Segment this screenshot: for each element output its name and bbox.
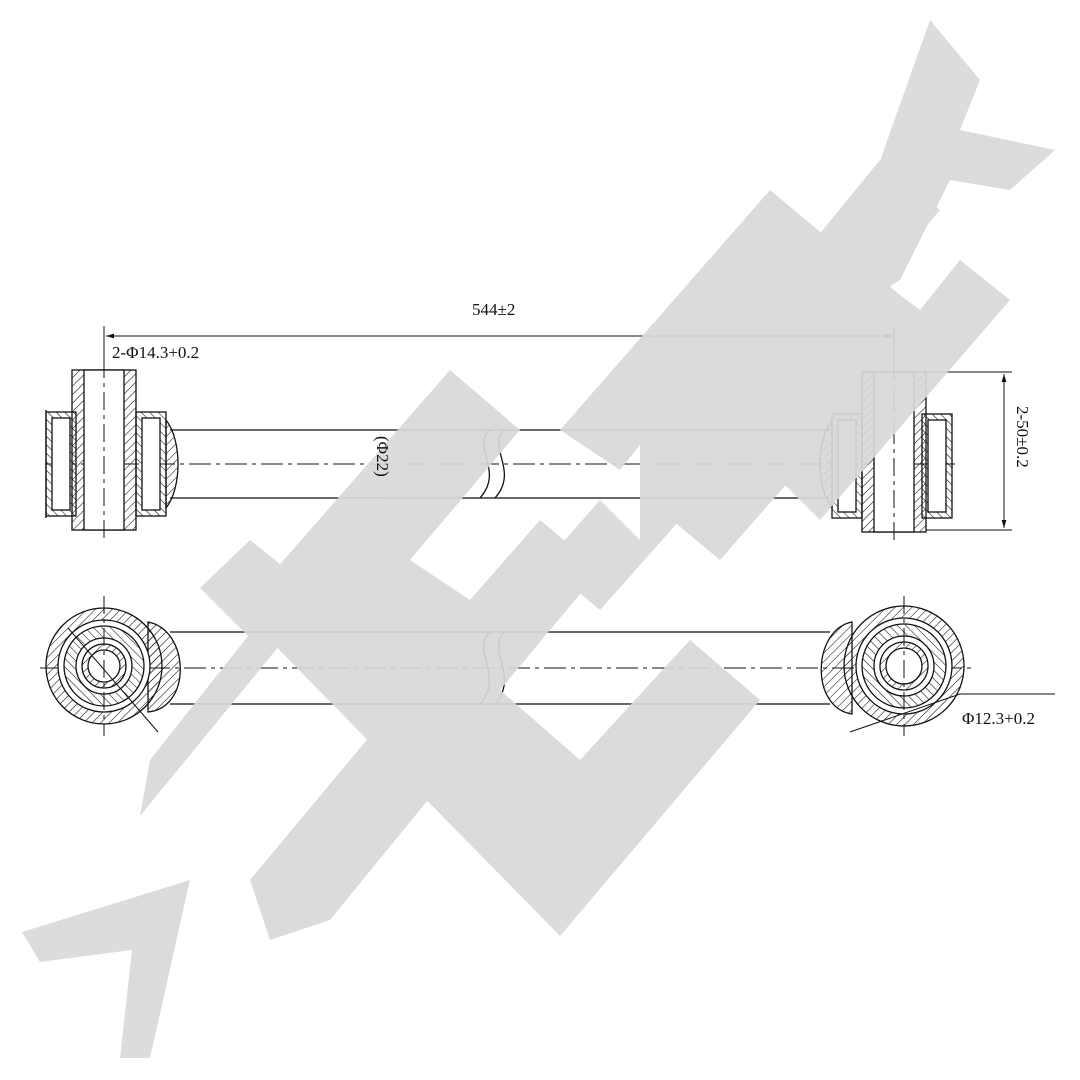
dim-tube-diameter: (Φ22): [373, 436, 392, 477]
bottom-view: [40, 596, 1055, 736]
right-eye-bottom: [820, 596, 1055, 736]
left-bushing-top: [45, 360, 179, 540]
dim-bushing-width: 2-50±0.2: [1013, 406, 1032, 468]
top-view: [45, 326, 1012, 542]
dim-overall-length: 544±2: [472, 300, 515, 319]
watermark-logo: [22, 20, 1055, 1058]
left-eye-bottom: [45, 596, 181, 736]
dim-bore-large: 2-Φ14.3+0.2: [112, 343, 199, 362]
dim-bore-small: Φ12.3+0.2: [962, 709, 1035, 728]
